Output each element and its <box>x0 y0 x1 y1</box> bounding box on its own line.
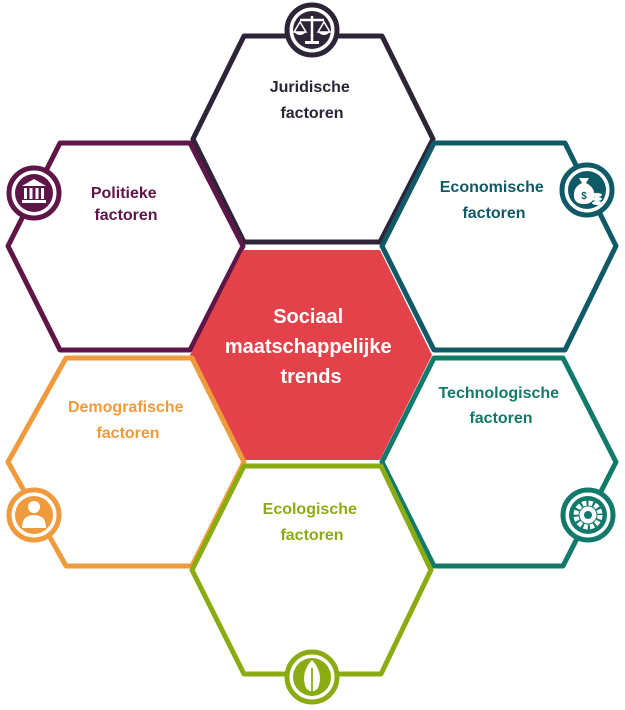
hex-ecologische-label: Ecologische factoren <box>263 501 362 544</box>
leaf-icon <box>284 649 340 705</box>
hex-technologische-label: Technologische factoren <box>438 385 563 427</box>
hex-center-label: Sociaal maatschappelijke trends <box>225 306 397 388</box>
hex-politieke: Politieke factoren <box>5 140 246 353</box>
gear-icon <box>560 487 616 543</box>
hex-juridische: Juridische factoren <box>190 2 436 245</box>
hex-economische-outline <box>379 140 619 353</box>
hex-juridische-label: Juridische factoren <box>270 79 354 122</box>
hex-economische: Economische factoren $ <box>379 140 619 353</box>
hex-technologische: Technologische factoren <box>379 355 619 569</box>
hex-center: Sociaal maatschappelijke trends <box>190 250 432 460</box>
hex-politieke-outline <box>5 140 246 353</box>
hex-economische-label: Economische factoren <box>440 179 548 222</box>
money-bag-coins-icon: $ <box>559 162 615 218</box>
scales-icon <box>284 2 340 58</box>
hex-technologische-outline <box>379 355 619 569</box>
hex-juridische-outline <box>190 33 436 245</box>
hex-center-fill <box>190 250 432 460</box>
hex-ecologische-outline <box>189 463 434 677</box>
hex-politieke-label: Politieke factoren <box>91 185 161 224</box>
hex-ecologische: Ecologische factoren <box>189 463 434 705</box>
hex-demografische: Demografische factoren <box>5 355 247 569</box>
hex-demografische-label: Demografische factoren <box>68 399 188 442</box>
svg-text:$: $ <box>581 191 587 202</box>
person-icon <box>6 487 62 543</box>
government-building-icon <box>6 165 62 221</box>
